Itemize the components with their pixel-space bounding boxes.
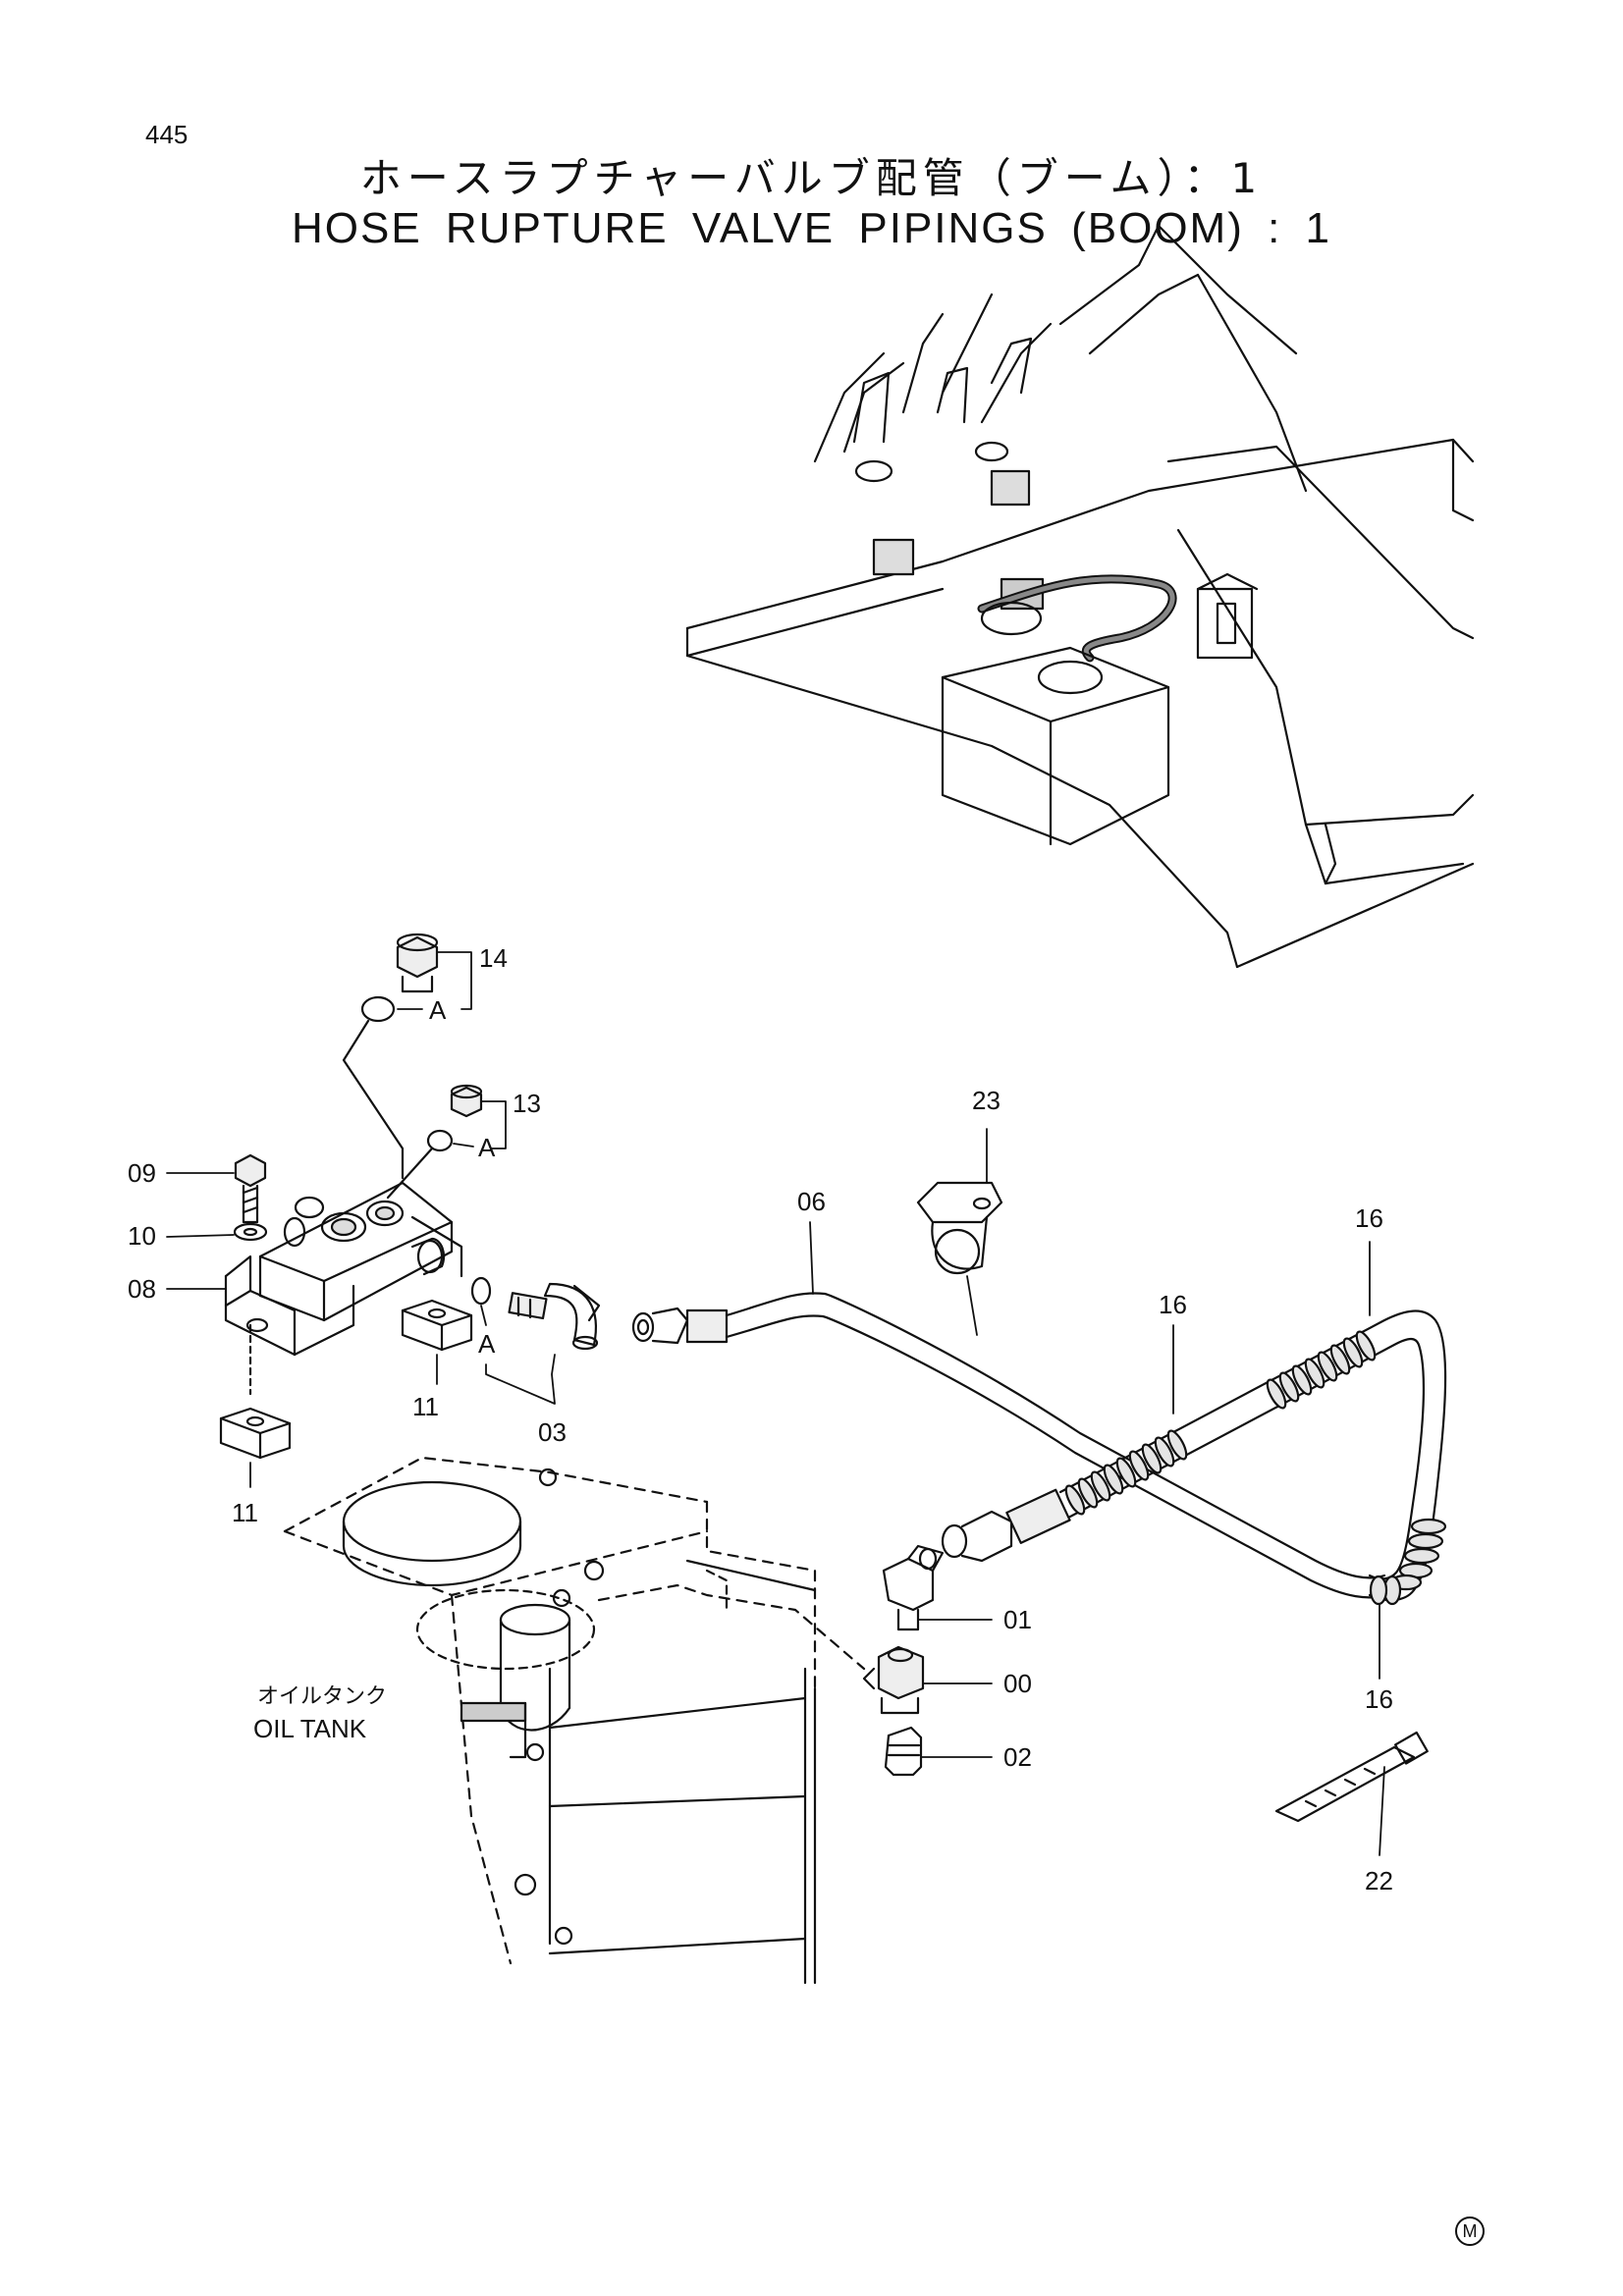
callout-00: 00	[1003, 1669, 1032, 1698]
o-ring-13	[426, 1129, 454, 1152]
bolt-09	[234, 1153, 267, 1224]
oil-tank-label-en: OIL TANK	[253, 1714, 367, 1743]
o-ring-14	[360, 995, 396, 1023]
callout-10: 10	[128, 1221, 156, 1251]
hose-16	[941, 1309, 1447, 1606]
machine-overview-illustration	[685, 224, 1475, 969]
callout-08: 08	[128, 1274, 156, 1304]
clamp-23	[916, 1181, 1003, 1275]
title-japanese: ホースラプチャーバルブ配管（ブーム）：1	[359, 154, 1264, 202]
plug-14	[396, 933, 439, 993]
callout-14: 14	[479, 943, 508, 973]
oil-tank-outline	[283, 1456, 866, 1985]
connector-fitting-00	[862, 1645, 925, 1715]
callout-11-upper: 11	[412, 1392, 439, 1421]
callout-16-mid: 16	[1159, 1290, 1187, 1319]
cable-tie-22	[1274, 1731, 1429, 1823]
callout-a-top: A	[429, 995, 447, 1025]
oil-tank-label-jp: オイルタンク	[257, 1684, 387, 1709]
plug-13	[450, 1084, 483, 1118]
callout-22: 22	[1365, 1866, 1393, 1896]
callout-a-mid: A	[478, 1133, 496, 1162]
callout-01: 01	[1003, 1605, 1032, 1634]
callout-02: 02	[1003, 1742, 1032, 1772]
callout-16-bottom: 16	[1365, 1684, 1393, 1714]
callout-03: 03	[538, 1417, 567, 1447]
callout-16-top: 16	[1355, 1203, 1383, 1233]
callout-a-low: A	[478, 1329, 496, 1359]
page-number: 445	[145, 120, 189, 149]
pipe-06	[631, 1292, 1388, 1599]
leader-lines	[166, 951, 1385, 1856]
callout-09: 09	[128, 1158, 156, 1188]
callout-23: 23	[972, 1086, 1001, 1115]
washer-10	[233, 1222, 268, 1242]
hose-rupture-valve	[224, 1181, 463, 1396]
manufacturer-mark: M	[1455, 2216, 1485, 2246]
elbow-fitting-01	[882, 1544, 945, 1631]
elbow-fitting-03	[508, 1282, 601, 1351]
spacer-block-upper	[401, 1299, 473, 1352]
callout-06: 06	[797, 1187, 826, 1216]
o-ring-03	[470, 1276, 492, 1306]
nipple-fitting-02	[884, 1726, 923, 1777]
callout-13: 13	[513, 1089, 541, 1118]
spacer-block-lower	[219, 1407, 292, 1460]
callout-11-lower: 11	[232, 1498, 258, 1527]
